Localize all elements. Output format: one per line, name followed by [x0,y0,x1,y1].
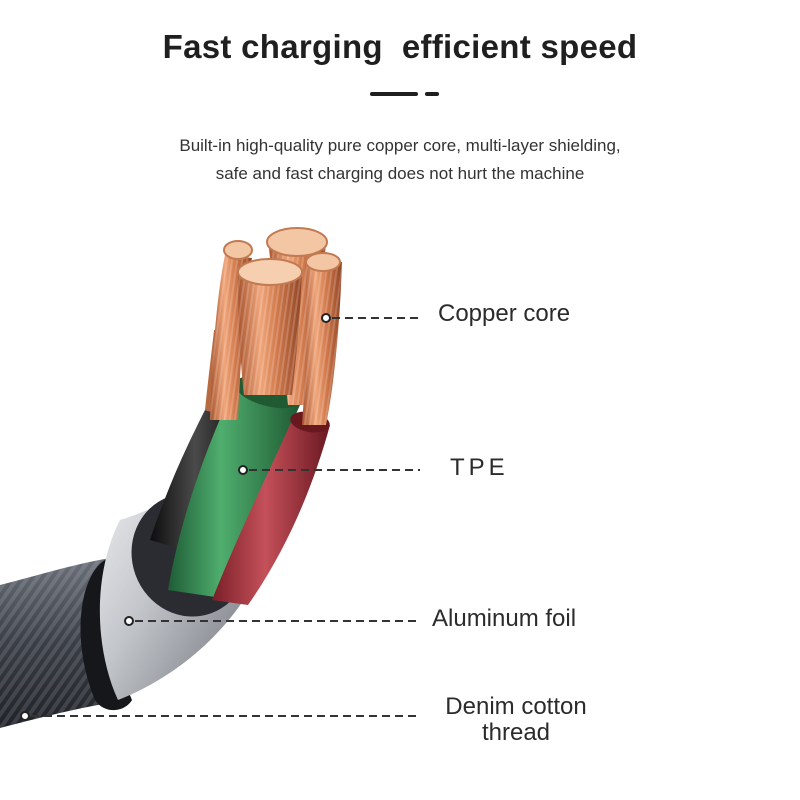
label-denim-line-2: thread [481,719,551,746]
callout-aluminum-foil [124,616,420,626]
callout-denim-cotton-thread [20,711,420,721]
subtitle-line-2: safe and fast charging does not hurt the… [215,164,585,183]
label-denim-cotton-thread: Denim cotton thread [420,694,612,746]
callout-copper-core [321,313,420,323]
subtitle-line-1: Built-in high-quality pure copper core, … [179,136,621,155]
page-title: Fast charging efficient speed [162,28,638,65]
label-copper-core: Copper core [438,300,571,327]
callout-tpe [238,465,420,475]
label-tpe: TPE [450,454,509,481]
title-divider-long [370,92,418,96]
copper-conductors [210,227,342,425]
title-divider-short [425,92,439,96]
label-denim-line-1: Denim cotton [445,693,587,720]
label-aluminum-foil: Aluminum foil [432,605,577,632]
